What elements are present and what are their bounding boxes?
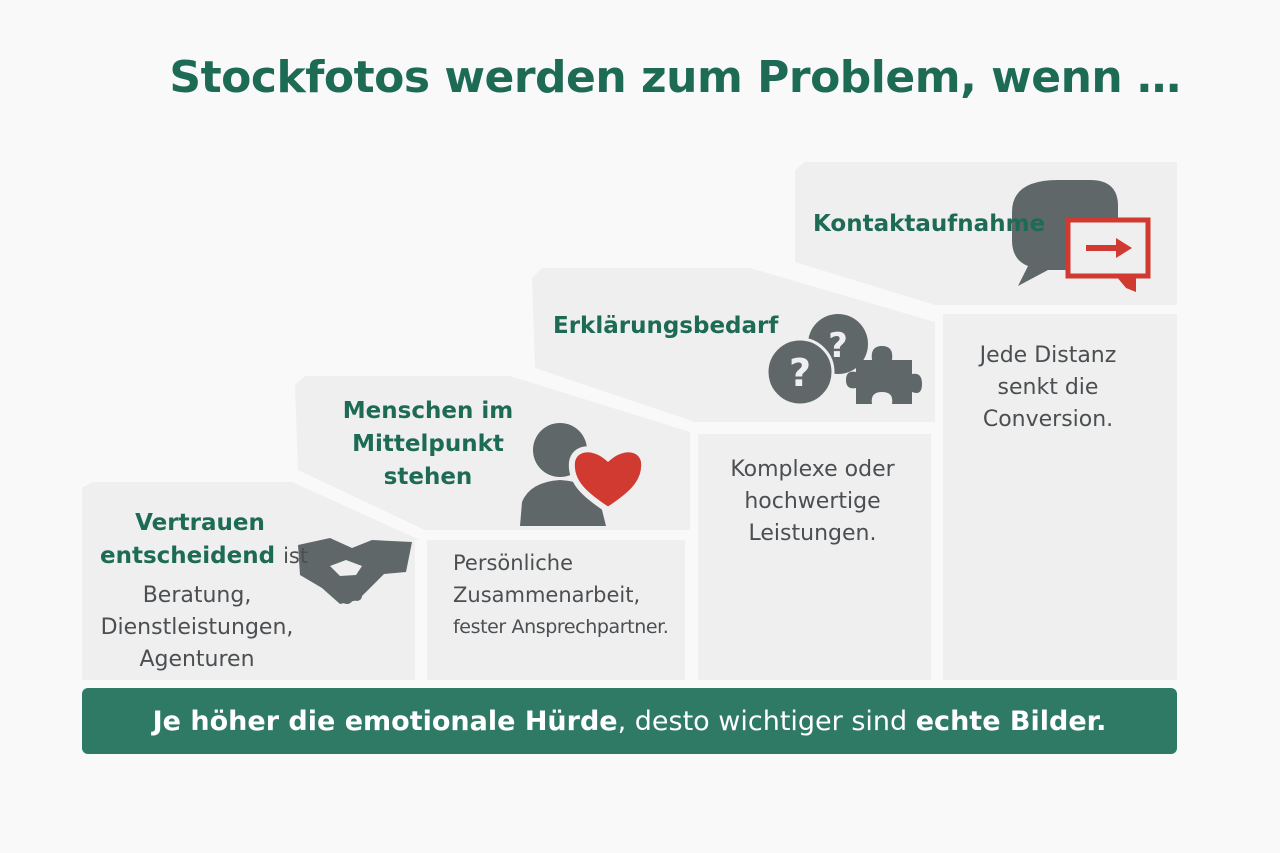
step-1-body-line-3: Agenturen [139,647,255,672]
step-2-heading-line-2: Mittelpunkt [352,431,504,457]
step-3-heading-line-1: Erklärungsbedarf [553,313,779,339]
step-header-panel-3 [532,268,935,422]
step-3-body: Komplexe oder hochwertige Leistungen. [700,454,925,550]
step-1-heading: Vertrauen entscheidend ist [100,507,308,573]
handshake-icon [298,538,412,604]
step-1-body-line-2: Dienstleistungen, [100,615,294,640]
step-1-heading-line-1: Vertrauen [135,510,265,536]
step-1-heading-suffix: ist [283,544,309,568]
step-body-panel-2 [427,540,685,680]
page-title: Stockfotos werden zum Problem, wenn … [169,52,1181,103]
person-heart-icon [520,423,648,526]
step-body-panel-3 [698,434,931,680]
banner-text-regular: , desto wichtiger sind [617,705,916,737]
banner-text-bold-2: echte Bilder. [915,705,1107,737]
step-4-heading: Kontaktaufnahme [813,208,1053,241]
conclusion-banner: Je höher die emotionale Hürde, desto wic… [82,688,1177,754]
step-header-panel-1 [82,482,420,680]
chat-arrow-icon [1012,180,1151,292]
step-3-body-line-3: Leistungen. [748,521,877,546]
step-2-heading: Menschen im Mittelpunkt stehen [323,395,533,494]
step-1-body: Beratung, Dienstleistungen, Agenturen [92,580,302,676]
step-1-heading-line-2: entscheidend ist [100,540,308,573]
step-4-body-line-1: Jede Distanz [979,343,1117,368]
step-3-body-line-1: Komplexe oder [730,457,895,482]
step-4-body-line-2: senkt die [997,375,1099,400]
step-4-heading-line-1: Kontaktaufnahme [813,211,1046,237]
step-2-heading-line-3: stehen [383,464,473,490]
svg-text:?: ? [828,326,848,366]
svg-text:?: ? [789,351,811,395]
step-4-body: Jede Distanz senkt die Conversion. [943,340,1153,436]
step-1-heading-line-2-text: entscheidend [100,543,276,569]
step-3-heading: Erklärungsbedarf [553,310,783,343]
banner-text-bold-1: Je höher die emotionale Hürde [152,705,618,737]
step-body-panel-4 [943,314,1177,680]
step-2-body-line-1: Persönliche [453,551,574,575]
step-2-heading-line-1: Menschen im [342,398,514,424]
step-1-body-line-1: Beratung, [142,583,252,608]
question-puzzle-icon: ? ? [765,314,922,407]
step-3-body-line-2: hochwertige [744,489,881,514]
step-2-body-line-2: Zusammenarbeit, [453,583,641,607]
step-2-body: Persönliche Zusammenarbeit, fester Anspr… [453,547,683,643]
step-2-body-line-3: fester Ansprechpartner. [453,616,669,638]
step-4-body-line-3: Conversion. [982,407,1114,432]
